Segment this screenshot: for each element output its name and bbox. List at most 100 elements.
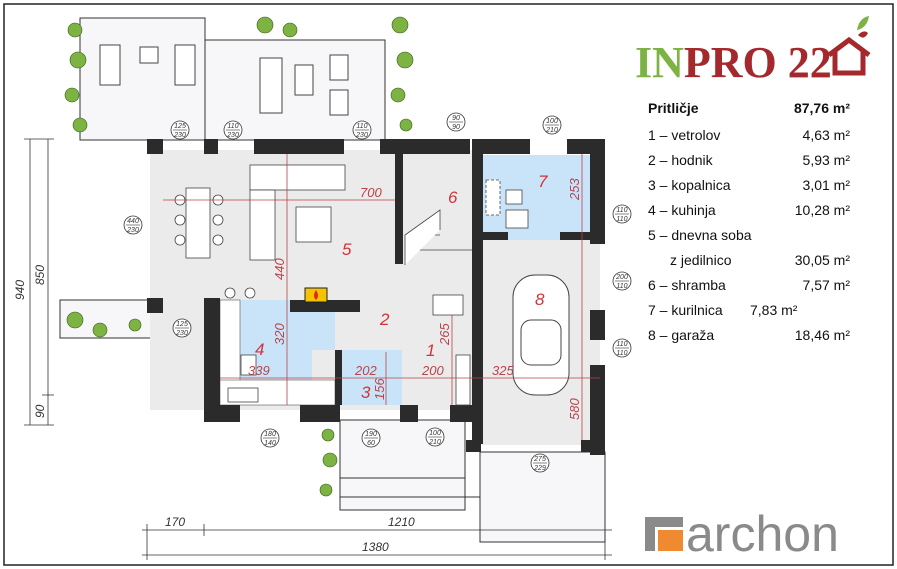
window-tag-width: 100 <box>429 430 441 437</box>
dim-garage-height: 580 <box>567 398 582 420</box>
dim-entry-width: 200 <box>421 363 444 378</box>
legend-room-area: 7,83 m² <box>750 302 798 318</box>
legend-room-area: 18,46 m² <box>795 327 851 343</box>
legend-room-label: 7 – kurilnica <box>648 302 723 318</box>
window-tag-height: 110 <box>616 350 627 357</box>
window-tag-width: 110 <box>616 341 627 348</box>
window-tag-width: 440 <box>127 218 139 225</box>
window-tags: 1252301102301102309090100210440230125230… <box>123 112 632 473</box>
legend-total: 87,76 m² <box>794 100 850 116</box>
dim-boiler-height: 253 <box>567 178 582 201</box>
room-number-6: 6 <box>448 188 458 207</box>
legend-room-area: 7,57 m² <box>803 277 851 293</box>
dim-living-height: 440 <box>272 258 287 280</box>
window-tag-height: 230 <box>173 132 186 139</box>
legend-room-label: 6 – shramba <box>648 277 726 293</box>
dim-garage-width: 325 <box>492 363 514 378</box>
car <box>512 274 570 396</box>
dimension-lines <box>163 154 600 440</box>
window-tag-width: 90 <box>452 115 460 122</box>
legend-room-area: 3,01 m² <box>803 177 851 193</box>
room-number-2: 2 <box>379 310 390 329</box>
dim-left-offset: 170 <box>165 515 185 529</box>
terrace <box>59 17 606 543</box>
window-tag-width: 200 <box>615 274 628 281</box>
window-tag-width: 275 <box>533 456 546 463</box>
legend-room-area: 10,28 m² <box>795 202 851 218</box>
room-number-4: 4 <box>255 340 264 359</box>
window-tag-height: 140 <box>264 440 276 447</box>
legend-room-label: z jedilnico <box>670 252 732 268</box>
area-legend: Pritličje 87,76 m² 1 – vetrolov 4,63 m² 2 … <box>648 100 850 343</box>
dim-total-height: 940 <box>13 280 27 300</box>
outer-dimension-lines <box>24 138 612 560</box>
window-tag-width: 125 <box>176 321 188 328</box>
frame-border <box>3 3 894 566</box>
archon-logo: archon <box>645 506 839 562</box>
legend-room-label: 4 – kuhinja <box>648 202 716 218</box>
window-tag-width: 110 <box>356 123 367 130</box>
fireplace-icon <box>304 287 328 303</box>
window-tag-width: 110 <box>227 123 238 130</box>
dim-bath-width: 202 <box>354 363 377 378</box>
plants <box>64 16 414 497</box>
window-tag-width: 180 <box>264 431 276 438</box>
legend-title: Pritličje <box>648 100 699 116</box>
window-tag-width: 100 <box>546 118 558 125</box>
window-tag-height: 110 <box>616 283 627 290</box>
legend-room-area: 5,93 m² <box>803 152 851 168</box>
window-tag-height: 230 <box>355 132 368 139</box>
window-tag-width: 190 <box>365 431 377 438</box>
dim-step-height: 90 <box>33 404 47 418</box>
walls <box>147 139 605 455</box>
window-tag-height: 230 <box>175 330 188 337</box>
leaf-icon <box>857 16 869 30</box>
window-tag-height: 210 <box>428 439 441 446</box>
window-tag-height: 230 <box>226 132 239 139</box>
window-tag-height: 90 <box>452 124 460 131</box>
room-number-1: 1 <box>426 341 435 360</box>
window-tag-height: 110 <box>616 216 627 223</box>
inpro-logo: INPRO 22 <box>635 16 871 87</box>
legend-room-label: 2 – hodnik <box>648 152 714 168</box>
logo-in: IN <box>635 38 684 87</box>
room-number-5: 5 <box>342 240 352 259</box>
logo-pro22: PRO 22 <box>684 38 832 87</box>
dim-main-width: 1210 <box>388 515 415 529</box>
room-number-3: 3 <box>361 383 371 402</box>
dim-bath-height: 156 <box>372 378 387 400</box>
legend-room-label: 5 – dnevna soba <box>648 227 752 243</box>
legend-room-label: 1 – vetrolov <box>648 127 720 143</box>
dim-kitchen-width: 339 <box>248 363 270 378</box>
window-tag-width: 125 <box>174 123 186 130</box>
window-tag-height: 210 <box>545 127 558 134</box>
dim-main-height: 850 <box>33 265 47 285</box>
room-number-8: 8 <box>535 290 545 309</box>
legend-room-area: 30,05 m² <box>795 252 851 268</box>
dim-total-width: 1380 <box>362 540 389 554</box>
window-tag-height: 60 <box>367 440 375 447</box>
sun-loungers <box>99 44 349 116</box>
room-number-7: 7 <box>538 172 548 191</box>
legend-room-area: 4,63 m² <box>803 127 851 143</box>
furniture <box>174 164 529 406</box>
house-icon <box>827 36 871 76</box>
window-tag-height: 230 <box>126 227 139 234</box>
legend-room-label: 8 – garaža <box>648 327 714 343</box>
svg-text:INPRO 22: INPRO 22 <box>635 38 832 87</box>
